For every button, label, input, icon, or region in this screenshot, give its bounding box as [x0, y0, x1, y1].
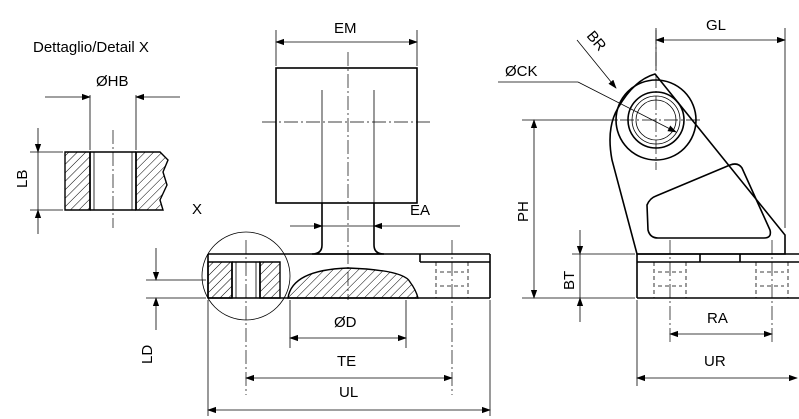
- detail-hatch-left: [64, 151, 91, 211]
- gl-label: GL: [706, 17, 726, 34]
- ra-label: RA: [707, 310, 728, 327]
- bracket-window: [646, 163, 772, 239]
- hb-label: ØHB: [96, 73, 129, 90]
- center-boss-hatch: [287, 267, 419, 299]
- ur-label: UR: [704, 353, 726, 370]
- base-hatch-left: [207, 261, 233, 299]
- x-label: X: [192, 201, 202, 218]
- bt-label: BT: [561, 271, 578, 290]
- ul-label: UL: [339, 384, 358, 401]
- base-hatch-right: [259, 261, 281, 299]
- em-label: EM: [334, 20, 357, 37]
- ea-label: EA: [410, 202, 430, 219]
- d-label: ØD: [334, 314, 357, 331]
- br-label: BR: [583, 28, 610, 55]
- front-view: X EM EA LD ØD TE UL: [139, 20, 491, 416]
- te-label: TE: [337, 353, 356, 370]
- detail-hatch-right: [135, 151, 169, 211]
- detail-title: Dettaglio/Detail X: [33, 39, 149, 56]
- ld-label: LD: [139, 345, 156, 364]
- detail-x-view: Dettaglio/Detail X ØHB LB: [14, 39, 180, 234]
- side-view: BR ØCK GL PH BT RA UR: [498, 17, 799, 386]
- ck-label: ØCK: [505, 63, 538, 80]
- ph-label: PH: [515, 201, 532, 222]
- lb-label: LB: [14, 170, 31, 188]
- clevis-block: [275, 67, 418, 204]
- detail-circle: [201, 231, 291, 321]
